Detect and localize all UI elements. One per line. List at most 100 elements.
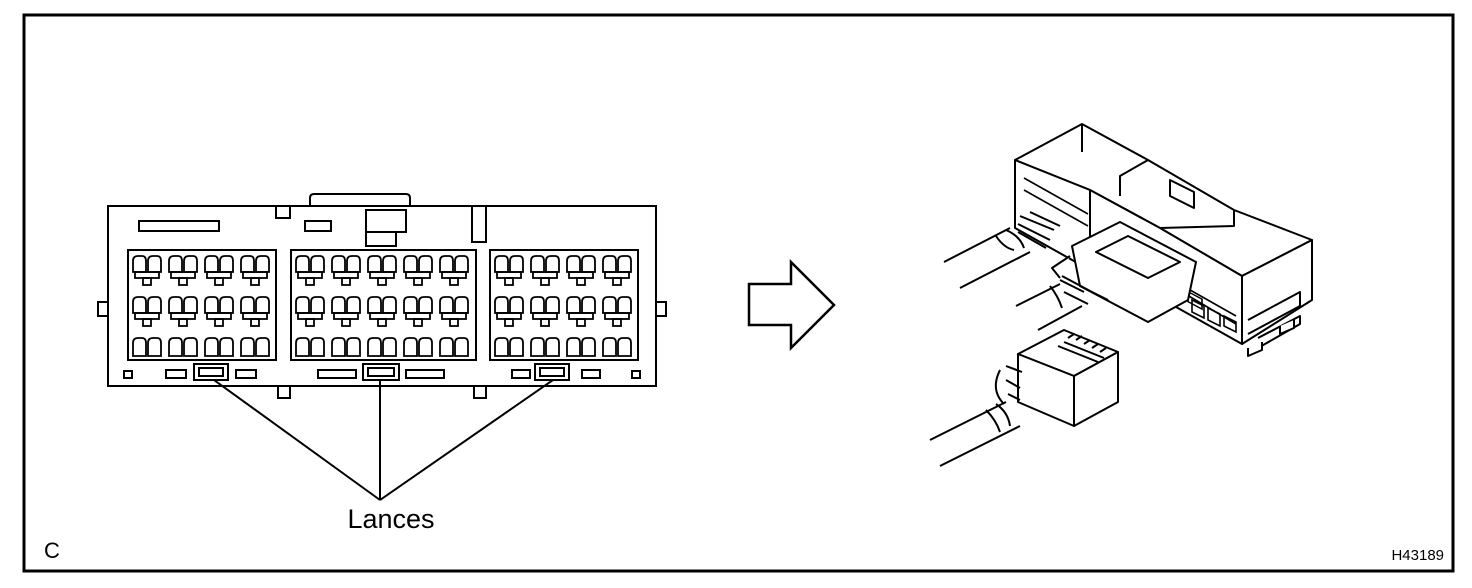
terminal-cavity bbox=[168, 255, 183, 273]
terminal-cavity bbox=[346, 255, 361, 273]
terminal-cavity bbox=[403, 337, 418, 357]
terminal-cavity bbox=[602, 255, 617, 273]
terminal-cavity-stem bbox=[250, 277, 260, 286]
terminal-cavity bbox=[295, 255, 310, 273]
terminal-cavity bbox=[295, 296, 310, 314]
terminal-cavity bbox=[255, 255, 270, 273]
terminal-cavity bbox=[382, 337, 397, 357]
terminal-cavity bbox=[147, 255, 162, 273]
terminal-cavity bbox=[617, 337, 632, 357]
arrow-right-icon bbox=[747, 258, 836, 352]
terminal-cavity bbox=[494, 296, 509, 314]
terminal-cavity-stem bbox=[341, 277, 351, 286]
terminal-cavity bbox=[418, 296, 433, 314]
terminal-cavity bbox=[346, 337, 361, 357]
terminal-cavity-stem bbox=[305, 318, 315, 327]
terminal-cavity bbox=[617, 296, 632, 314]
terminal-cavity bbox=[219, 296, 234, 314]
terminal-cavity-stem bbox=[449, 318, 459, 327]
terminal-cavity bbox=[509, 296, 524, 314]
terminal-cavity bbox=[566, 296, 581, 314]
terminal-cavity bbox=[454, 337, 469, 357]
terminal-cavity-stem bbox=[377, 318, 387, 327]
terminal-cavity bbox=[367, 255, 382, 273]
terminal-cavity bbox=[581, 337, 596, 357]
terminal-cavity bbox=[331, 255, 346, 273]
terminal-cavity bbox=[219, 255, 234, 273]
terminal-cavity-stem bbox=[214, 318, 224, 327]
terminal-cavity-stem bbox=[612, 318, 622, 327]
lance-window-right bbox=[534, 363, 570, 381]
terminal-cavity bbox=[566, 337, 581, 357]
corner-letter: C bbox=[44, 538, 60, 563]
terminal-cavity bbox=[168, 337, 183, 357]
loose-terminal-connector bbox=[1017, 329, 1119, 427]
terminal-cavity bbox=[530, 255, 545, 273]
terminal-cavity-stem bbox=[250, 318, 260, 327]
retainer-spacer bbox=[1051, 221, 1197, 323]
terminal-cavity-stem bbox=[178, 318, 188, 327]
terminal-cavity bbox=[183, 296, 198, 314]
terminal-cavity-stem bbox=[449, 277, 459, 286]
terminal-cavity bbox=[147, 296, 162, 314]
terminal-cavity bbox=[255, 337, 270, 357]
terminal-cavity bbox=[403, 296, 418, 314]
terminal-cavity bbox=[367, 337, 382, 357]
terminal-cavity bbox=[147, 337, 162, 357]
connector-housing-isometric bbox=[1014, 123, 1313, 357]
terminal-cavity bbox=[382, 296, 397, 314]
terminal-cavity bbox=[418, 255, 433, 273]
terminal-cavity bbox=[132, 337, 147, 357]
terminal-cavity-stem bbox=[540, 277, 550, 286]
terminal-cavity bbox=[439, 255, 454, 273]
lance-window-left bbox=[193, 363, 229, 381]
terminal-cavity-stem bbox=[377, 277, 387, 286]
terminal-cavity bbox=[310, 337, 325, 357]
terminal-cavity-stem bbox=[305, 277, 315, 286]
terminal-cavity bbox=[617, 255, 632, 273]
terminal-cavity-stem bbox=[413, 318, 423, 327]
terminal-cavity bbox=[494, 255, 509, 273]
terminal-cavity-stem bbox=[612, 277, 622, 286]
terminal-cavity-stem bbox=[341, 318, 351, 327]
terminal-cavity bbox=[454, 255, 469, 273]
terminal-cavity bbox=[403, 255, 418, 273]
terminal-cavity-stem bbox=[142, 318, 152, 327]
terminal-cavity bbox=[530, 337, 545, 357]
terminal-cavity bbox=[132, 255, 147, 273]
terminal-cavity bbox=[204, 296, 219, 314]
connector-front-view bbox=[97, 193, 667, 399]
terminal-cavity bbox=[545, 255, 560, 273]
terminal-cavity bbox=[545, 296, 560, 314]
terminal-cavity bbox=[509, 337, 524, 357]
terminal-cavity-stem bbox=[576, 277, 586, 286]
terminal-cavity bbox=[439, 296, 454, 314]
terminal-cavity bbox=[509, 255, 524, 273]
terminal-cavity bbox=[310, 255, 325, 273]
lance-window-center bbox=[362, 363, 400, 381]
terminal-cavity bbox=[454, 296, 469, 314]
terminal-cavity bbox=[183, 337, 198, 357]
wire-harness-middle bbox=[1015, 279, 1089, 331]
terminal-cavity bbox=[255, 296, 270, 314]
terminal-cavity bbox=[183, 255, 198, 273]
terminal-cavity bbox=[530, 296, 545, 314]
terminal-cavity bbox=[494, 337, 509, 357]
terminal-cavity bbox=[310, 296, 325, 314]
terminal-cavity bbox=[566, 255, 581, 273]
terminal-cavity-stem bbox=[504, 318, 514, 327]
terminal-cavity bbox=[219, 337, 234, 357]
terminal-cavity bbox=[367, 296, 382, 314]
terminal-cavity bbox=[581, 255, 596, 273]
lances-label: Lances bbox=[347, 504, 434, 534]
housing-inner-details bbox=[1023, 177, 1237, 334]
terminal-cavity bbox=[439, 337, 454, 357]
terminal-cavity bbox=[168, 296, 183, 314]
terminal-cavity bbox=[240, 337, 255, 357]
terminal-cavity-stem bbox=[413, 277, 423, 286]
terminal-cavity bbox=[204, 337, 219, 357]
terminal-cavity-stem bbox=[142, 277, 152, 286]
terminal-cavity bbox=[240, 296, 255, 314]
terminal-cavity-stem bbox=[540, 318, 550, 327]
